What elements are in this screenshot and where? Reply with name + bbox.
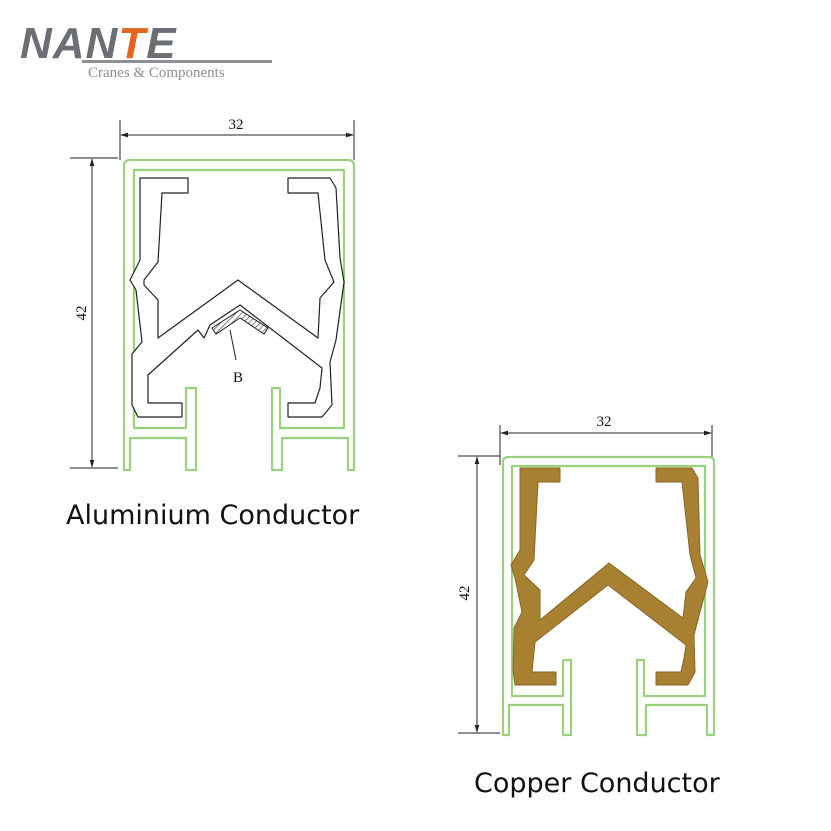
aluminium-housing xyxy=(122,158,356,472)
logo-tagline: Cranes & Components xyxy=(88,65,225,81)
copper-height-label: 42 xyxy=(457,586,473,601)
detail-b-label: B xyxy=(233,370,243,386)
aluminium-contact-insert xyxy=(211,309,269,335)
copper-width-dimension: 32 xyxy=(499,414,713,465)
aluminium-caption: Aluminium Conductor xyxy=(66,500,360,531)
aluminium-width-dimension: 32 xyxy=(119,117,355,160)
copper-width-label: 32 xyxy=(597,414,612,430)
aluminium-width-label: 32 xyxy=(229,117,244,133)
logo-wordmark: NANTE xyxy=(20,19,177,68)
copper-drawing: 32 42 xyxy=(457,414,716,737)
copper-profile xyxy=(510,467,709,686)
aluminium-height-dimension: 42 xyxy=(70,157,118,469)
aluminium-height-label: 42 xyxy=(74,306,90,321)
copper-height-dimension: 42 xyxy=(457,455,500,734)
aluminium-drawing: 32 42 B xyxy=(70,117,356,472)
copper-housing xyxy=(501,455,716,737)
logo-underline xyxy=(82,60,272,63)
detail-b-leader xyxy=(229,329,237,361)
copper-caption: Copper Conductor xyxy=(474,768,720,799)
brand-logo: NANTE Cranes & Components xyxy=(20,18,280,88)
aluminium-profile xyxy=(129,177,345,418)
